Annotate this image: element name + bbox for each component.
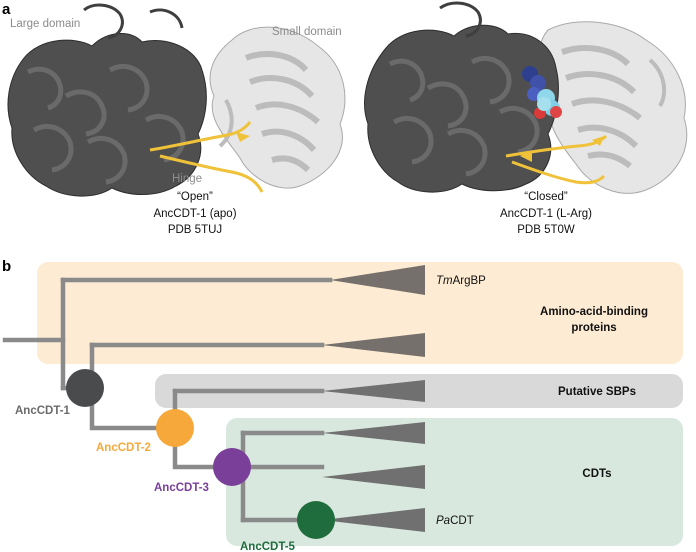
leaf-label-tmargbp-italic: Tm (436, 275, 453, 287)
open-hinge (149, 121, 264, 193)
panel-a-label: a (2, 1, 11, 18)
leaf-label-pacdt: PaCDT (436, 515, 474, 527)
open-pdb-caption: PDB 5TUJ (168, 224, 222, 236)
node-anccdt-3 (213, 448, 251, 486)
node-label-anccdt-2: AncCDT-2 (96, 442, 151, 454)
open-small-domain (209, 26, 346, 189)
closed-hinge (505, 134, 608, 185)
leaf-label-tmargbp: TmArgBP (436, 275, 486, 287)
clade-triangle-cdt-1 (322, 422, 425, 444)
panel-b-label: b (2, 258, 11, 275)
node-anccdt-5 (297, 501, 335, 539)
open-large-domain (7, 3, 207, 197)
clade-triangle-putative-sbps (322, 380, 425, 402)
node-label-anccdt-5: AncCDT-5 (240, 541, 296, 552)
closed-pdb-caption: PDB 5T0W (517, 224, 575, 236)
leaf-label-pacdt-italic: Pa (436, 515, 450, 527)
group-label-aabp-line1: Amino-acid-binding (540, 306, 648, 318)
small-domain-label: Small domain (272, 26, 342, 38)
cdts-group-box (226, 418, 683, 546)
leaf-label-tmargbp-rest: ArgBP (453, 275, 487, 287)
node-label-anccdt-3: AncCDT-3 (154, 482, 209, 494)
node-anccdt-2 (156, 409, 194, 447)
clade-triangle-pacdt (322, 508, 425, 532)
closed-large-domain (364, 1, 559, 193)
closed-small-domain (538, 21, 688, 194)
closed-name-caption: AncCDT-1 (L-Arg) (500, 208, 592, 220)
amino-acid-binding-group-box (37, 262, 683, 364)
clade-triangle-cdt-2 (322, 465, 425, 489)
node-label-anccdt-1: AncCDT-1 (15, 405, 71, 417)
group-label-cdts: CDTs (582, 468, 611, 480)
ligand-l-arg (522, 66, 562, 119)
clade-triangle-aabp-2 (322, 333, 425, 357)
hinge-label: Hinge (172, 173, 202, 185)
open-name-caption: AncCDT-1 (apo) (153, 208, 236, 220)
open-structure (7, 3, 346, 197)
node-anccdt-1 (66, 369, 104, 407)
closed-structure (364, 1, 688, 194)
group-label-aabp-line2: proteins (571, 322, 616, 334)
open-state-caption: “Open” (177, 191, 213, 203)
clade-triangle-tmargbp (330, 265, 425, 295)
large-domain-label: Large domain (10, 18, 80, 30)
group-label-putative-sbps: Putative SBPs (558, 386, 636, 398)
leaf-label-pacdt-rest: CDT (450, 515, 474, 527)
closed-state-caption: “Closed” (524, 191, 568, 203)
